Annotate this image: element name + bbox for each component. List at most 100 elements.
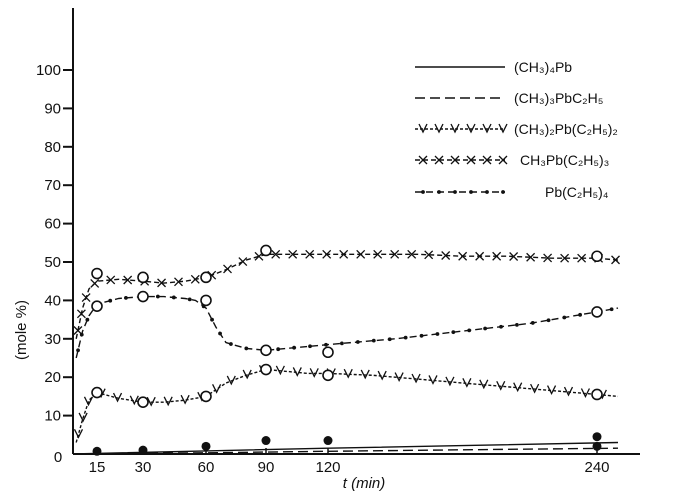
dot-marker <box>355 340 360 344</box>
dot-marker <box>308 344 312 349</box>
v-marker <box>394 372 404 382</box>
series-line <box>75 253 619 339</box>
x-marker <box>434 155 444 165</box>
v-marker <box>580 388 591 398</box>
v-marker <box>445 376 455 387</box>
legend-item-1: (CH₃)₄Pb <box>415 59 572 75</box>
v-marker <box>129 395 139 406</box>
legend-item-2: (CH₃)₃PbC₂H₅ <box>415 90 603 106</box>
dot-marker <box>371 338 376 343</box>
v-marker <box>462 378 472 388</box>
v-marker <box>292 367 302 377</box>
filled-data-point <box>592 432 602 442</box>
open-data-point <box>91 300 103 312</box>
filled-data-point <box>138 445 148 455</box>
dot-marker <box>324 342 328 347</box>
filled-data-point <box>201 441 211 451</box>
filled-data-point <box>261 436 271 446</box>
open-data-point <box>91 386 103 399</box>
x-marker <box>73 326 83 335</box>
x-tick-label: 240 <box>584 459 609 476</box>
legend-label: (CH₃)₄Pb <box>514 59 572 75</box>
legend-label: (CH₃)₃PbC₂H₅ <box>514 90 603 106</box>
x-marker <box>123 275 133 285</box>
dot-marker <box>609 307 614 312</box>
open-data-point <box>200 271 212 284</box>
open-data-point <box>260 363 272 376</box>
v-marker <box>78 412 88 423</box>
x-marker <box>322 249 332 259</box>
open-data-point <box>137 396 149 408</box>
v-marker <box>418 123 428 134</box>
x-tick-label: 120 <box>315 459 340 476</box>
x-tick-label: 60 <box>198 459 215 476</box>
v-marker <box>73 428 84 439</box>
y-axis-label: (mole %) <box>13 300 30 360</box>
dot-marker <box>403 335 408 340</box>
x-marker <box>475 251 485 261</box>
v-marker <box>530 383 540 394</box>
x-marker <box>611 255 620 265</box>
x-marker <box>441 251 451 260</box>
dot-marker <box>578 312 582 317</box>
series-line <box>75 368 619 443</box>
dot-marker <box>485 190 489 194</box>
y-tick-label: 40 <box>44 292 61 309</box>
legend-label: (CH₃)₂Pb(C₂H₅)₂ <box>514 121 618 137</box>
series-3 <box>73 364 619 443</box>
x-marker <box>450 155 460 165</box>
y-tick-label: 20 <box>44 369 61 386</box>
series-1 <box>72 441 619 455</box>
dot-marker <box>435 332 440 336</box>
v-marker <box>434 123 444 134</box>
dot-marker <box>499 324 503 329</box>
dot-marker <box>546 318 551 323</box>
v-marker <box>377 370 387 381</box>
series-line <box>72 447 619 455</box>
x-marker <box>560 253 570 263</box>
y-tick-label: 50 <box>44 254 61 271</box>
dot-marker <box>210 317 214 322</box>
dot-marker <box>469 190 473 194</box>
x-marker <box>482 155 492 165</box>
x-marker <box>76 309 86 319</box>
v-marker <box>411 373 421 384</box>
x-marker <box>157 278 167 288</box>
series-layer <box>72 249 620 455</box>
dot-marker <box>562 315 567 320</box>
dot-marker <box>76 348 80 353</box>
x-tick-label: 15 <box>89 459 106 476</box>
x-marker <box>373 249 383 259</box>
v-marker <box>428 375 438 385</box>
dot-marker <box>85 317 90 322</box>
open-data-point <box>260 244 272 257</box>
x-axis-label: t (min) <box>343 475 386 492</box>
x-marker <box>271 249 281 259</box>
dot-marker <box>171 295 176 300</box>
v-marker <box>83 396 94 407</box>
x-marker <box>190 274 200 284</box>
open-data-point <box>137 290 149 303</box>
x-marker <box>223 264 232 274</box>
open-data-point <box>591 388 603 401</box>
x-marker <box>407 249 417 259</box>
open-data-point <box>591 250 603 263</box>
dot-marker <box>530 321 535 325</box>
x-marker <box>424 250 434 260</box>
open-data-point <box>200 390 212 403</box>
dot-marker <box>483 326 488 331</box>
x-tick-label: 30 <box>135 459 152 476</box>
y-tick-label: 80 <box>44 139 61 156</box>
dot-marker <box>339 341 344 346</box>
open-data-point <box>91 267 103 280</box>
open-data-point <box>137 271 149 284</box>
open-data-point <box>322 346 334 359</box>
v-marker <box>146 396 156 407</box>
x-marker <box>288 249 298 259</box>
v-marker <box>546 385 557 396</box>
open-data-point <box>322 369 334 382</box>
x-marker <box>509 252 519 261</box>
axes <box>72 8 640 455</box>
v-marker <box>450 123 460 134</box>
